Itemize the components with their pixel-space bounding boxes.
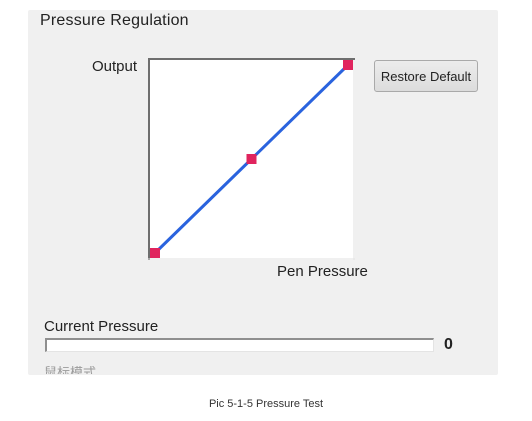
current-pressure-value: 0 xyxy=(444,336,453,353)
cut-off-label: 鼠标模式 xyxy=(44,366,97,374)
group-title: Pressure Regulation xyxy=(40,12,189,29)
current-pressure-bar xyxy=(45,338,434,352)
restore-default-button[interactable]: Restore Default xyxy=(374,60,478,92)
pressure-curve-svg[interactable] xyxy=(148,58,355,260)
curve-handle-1[interactable] xyxy=(246,154,257,164)
pressure-curve-editor[interactable] xyxy=(148,58,355,260)
curve-handle-2[interactable] xyxy=(343,60,353,70)
figure-caption: Pic 5-1-5 Pressure Test xyxy=(208,398,324,410)
curve-handle-0[interactable] xyxy=(150,248,160,258)
current-pressure-label: Current Pressure xyxy=(44,318,159,335)
output-axis-label: Output xyxy=(92,58,138,75)
pen-pressure-axis-label: Pen Pressure xyxy=(277,263,368,280)
